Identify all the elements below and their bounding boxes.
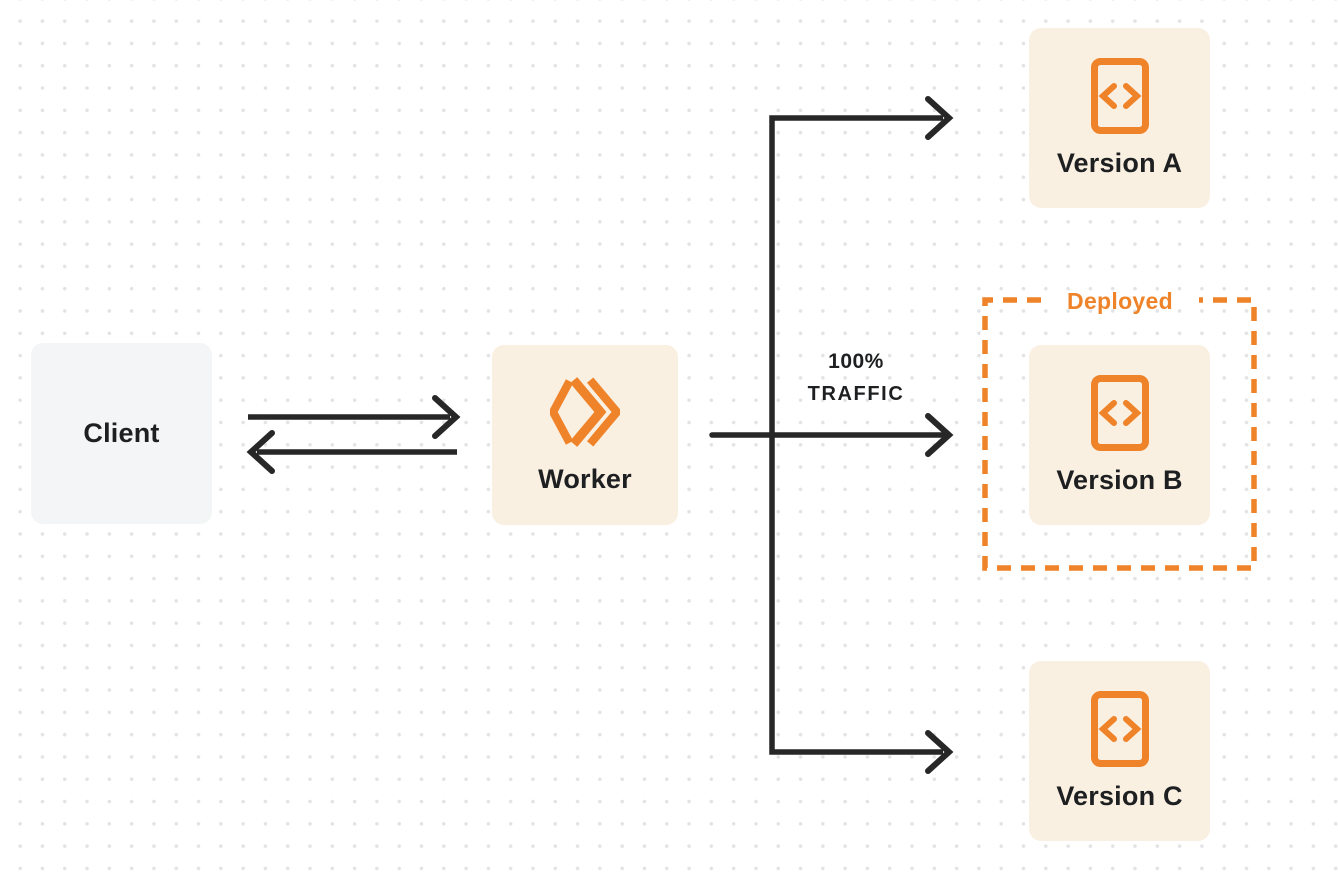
version-a-node: Version A <box>1029 28 1210 208</box>
worker-label: Worker <box>538 463 632 494</box>
traffic-annotation: 100% TRAFFIC <box>781 350 931 406</box>
deployed-dashed-border <box>982 297 1257 571</box>
arrowhead-version-c <box>925 730 954 774</box>
traffic-arrow-to-version-b <box>709 413 954 457</box>
worker-client-response-arrow <box>246 430 457 474</box>
version-a-label: Version A <box>1056 147 1183 178</box>
traffic-word-text: TRAFFIC <box>807 383 905 405</box>
code-file-icon <box>1090 57 1149 134</box>
traffic-split-trunk <box>769 96 954 774</box>
code-file-icon <box>1090 690 1149 767</box>
traffic-percent-text: 100% <box>828 350 884 373</box>
code-file-icon <box>1090 374 1149 451</box>
version-c-node: Version C <box>1029 661 1210 841</box>
worker-node: Worker <box>492 345 678 525</box>
workers-logo-icon <box>550 376 620 447</box>
deployed-badge: Deployed <box>1067 288 1173 314</box>
client-label: Client <box>83 418 160 448</box>
arrowhead-version-a <box>925 96 954 140</box>
client-worker-request-arrow <box>248 395 461 439</box>
version-b-label: Version B <box>1056 464 1183 495</box>
version-c-label: Version C <box>1056 780 1183 811</box>
client-node: Client <box>31 343 212 524</box>
version-b-node: Version B <box>1029 345 1210 525</box>
